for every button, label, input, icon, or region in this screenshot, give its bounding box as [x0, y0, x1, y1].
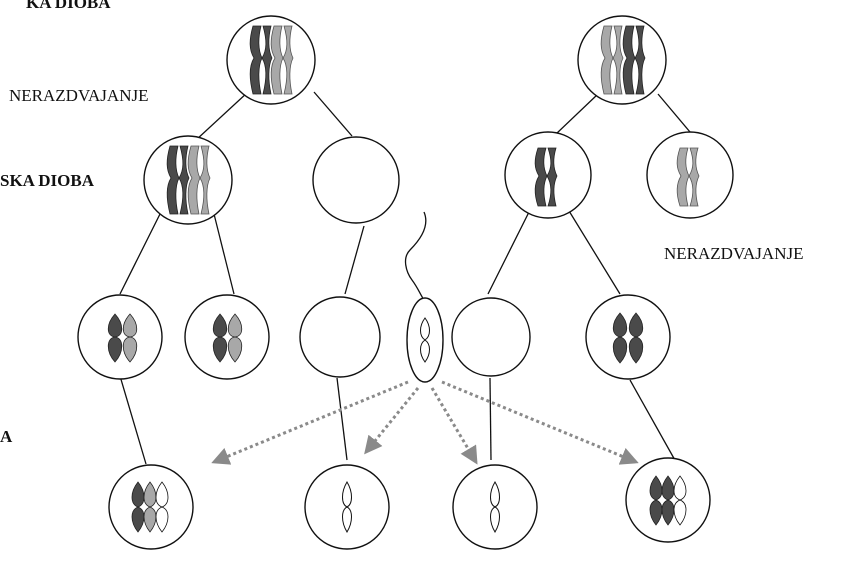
chromosome-mid-right-a [534, 147, 558, 207]
gamete-1-chromosomes [107, 313, 138, 363]
fertilization-arrows [211, 380, 639, 465]
chromosomes-mid-left [166, 145, 211, 215]
top-left-partial-label: KA DIOBA [26, 0, 111, 12]
nondisjunction-label-left: NERAZDVAJANJE [9, 86, 149, 105]
lineage-lines [119, 91, 691, 465]
gamete-1 [77, 294, 163, 380]
cells [77, 15, 734, 550]
arrow-to-zygote-1 [211, 380, 409, 465]
cell-mid-left-b [312, 136, 400, 224]
zygote-3-chromosome [490, 481, 500, 533]
zygote-1-chromosomes [131, 481, 169, 533]
sperm-chromosome [420, 317, 430, 363]
second-division-partial-label: SKA DIOBA [0, 171, 94, 190]
zygote-4-chromosomes [649, 475, 687, 526]
chromosomes-top-right [600, 25, 646, 95]
gamete-2-chromosomes [212, 313, 243, 363]
zygote-2-chromosome [342, 481, 352, 533]
nondisjunction-label-right: NERAZDVAJANJE [664, 244, 804, 263]
arrow-to-zygote-4 [441, 380, 639, 465]
arrow-to-zygote-2 [364, 387, 420, 455]
chromosome-mid-right-b [676, 147, 700, 207]
gamete-2 [184, 294, 270, 380]
gamete-4 [451, 297, 531, 377]
left-edge-partial-label: A [0, 427, 13, 446]
chromosomes-top-left [249, 25, 294, 95]
arrow-to-zygote-3 [430, 387, 478, 465]
gamete-3 [299, 296, 381, 378]
gamete-5 [585, 294, 671, 380]
gamete-5-chromosomes [612, 312, 644, 364]
